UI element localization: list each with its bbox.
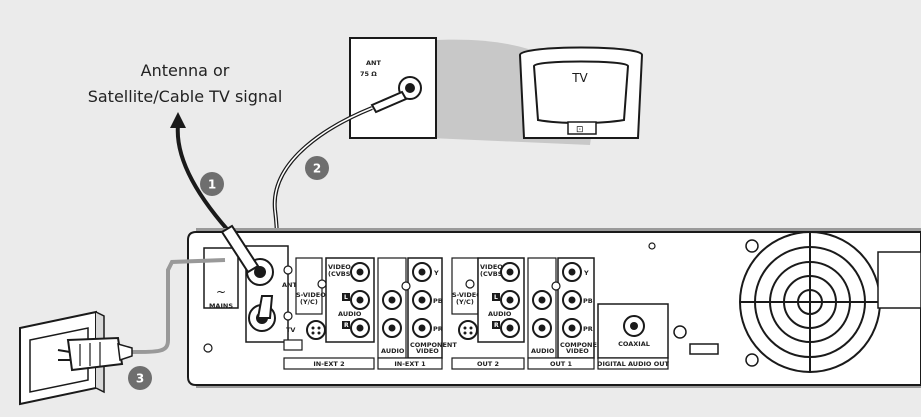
group-label-digital-audio-out: DIGITAL AUDIO OUT: [597, 360, 669, 368]
mains-socket: [203, 247, 239, 309]
out2-svideo-label: S-VIDEO: [452, 291, 482, 299]
signal-arrow-icon: [170, 112, 186, 128]
coaxial-label: COAXIAL: [618, 340, 650, 348]
signal-label-line-1: Antenna or: [140, 61, 230, 80]
step-badge-2: [305, 156, 329, 180]
out2-r-label: R: [494, 322, 499, 329]
power-plug: [57, 336, 133, 372]
tv-port-icon: ⊡: [576, 125, 584, 135]
ant-label: ANT: [366, 59, 381, 67]
antenna-plug: [220, 224, 260, 274]
in-ext1-pr-label: PR: [433, 325, 443, 333]
in-ext2-video-label: VIDEO: [328, 263, 351, 271]
ohm-label: 75 Ω: [360, 70, 377, 78]
in-ext2-r-label: R: [344, 322, 349, 329]
antenna-signal-cable: [175, 124, 237, 240]
tv-socket-label: TV: [286, 326, 295, 334]
out1-audio-label: AUDIO: [531, 347, 555, 355]
group-label-in-ext2: IN-EXT 2: [313, 360, 344, 368]
in-ext1-video-label: VIDEO: [416, 347, 439, 355]
step-1-number: 1: [208, 178, 216, 192]
television-icon: ⊡: [518, 46, 644, 139]
in-ext1-audio-label: AUDIO: [381, 347, 405, 355]
in-ext2-audio-label: AUDIO: [338, 310, 362, 318]
group-label-out2: OUT 2: [477, 360, 499, 368]
step-badge-1: [200, 172, 224, 196]
ant-socket-core: [405, 83, 415, 93]
tv-plug: [256, 295, 274, 319]
antenna-socket-box: [349, 37, 437, 139]
out2-yc-label: (Y/C): [456, 298, 474, 306]
in-ext1-component-label: COMPONENT: [410, 341, 457, 349]
out1-pr-label: PR: [583, 325, 593, 333]
out1-component-label: COMPONENT: [560, 341, 607, 349]
in-ext1-pb-label: PB: [433, 297, 443, 305]
step-badge-3: [128, 366, 152, 390]
mains-cable: [129, 258, 226, 354]
out2-audio-label: AUDIO: [488, 310, 512, 318]
out1-pb-label: PB: [583, 297, 593, 305]
in-ext1-y-label: Y: [433, 269, 439, 277]
in-ext2-svideo-jack: [306, 320, 326, 340]
signal-label-line-2: Satellite/Cable TV signal: [87, 87, 283, 106]
out2-l-label: L: [494, 294, 498, 301]
out2-svideo-jack: [458, 320, 478, 340]
step-2-number: 2: [313, 162, 321, 176]
mains-label: MAINS: [209, 302, 233, 310]
out2-video-label: VIDEO: [480, 263, 503, 271]
in-ext2-cvbs-label: (CVBS): [328, 270, 353, 278]
cooling-fan: [739, 231, 881, 373]
group-label-in-ext1: IN-EXT 1: [394, 360, 426, 368]
in-ext2-l-label: L: [344, 294, 348, 301]
in-ext2-yc-label: (Y/C): [300, 298, 318, 306]
mains-symbol: ~: [216, 285, 226, 299]
out1-y-label: Y: [583, 269, 589, 277]
in-ext2-svideo-label: S-VIDEO: [296, 291, 326, 299]
tv-label: TV: [571, 71, 588, 85]
out1-video-label: VIDEO: [566, 347, 589, 355]
group-label-out1: OUT 1: [550, 360, 573, 368]
signal-source-label: Antenna or Satellite/Cable TV signal: [40, 58, 330, 110]
out2-cvbs-label: (CVBS): [480, 270, 505, 278]
step-3-number: 3: [136, 372, 144, 386]
ant-plug: [370, 90, 408, 114]
